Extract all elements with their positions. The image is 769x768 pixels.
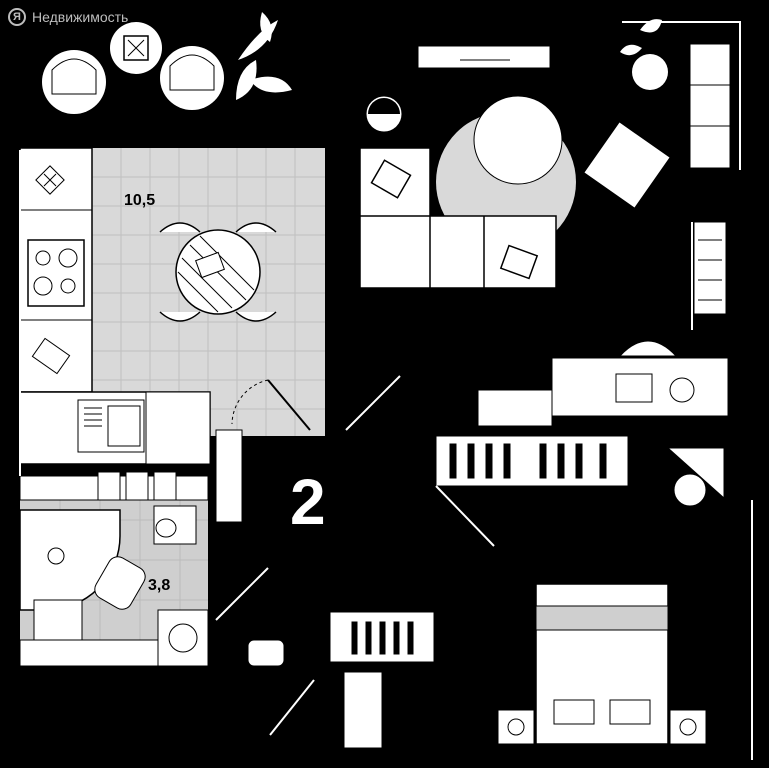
workspace xyxy=(435,340,729,507)
dining-table xyxy=(159,222,277,322)
door-swings xyxy=(215,375,753,760)
kitchen-room: 10,5 xyxy=(19,147,325,465)
tv-stand xyxy=(417,45,551,69)
armchair xyxy=(583,121,671,209)
hall-cabinets xyxy=(97,429,243,523)
kitchen-area-label: 10,5 xyxy=(124,192,155,209)
brand-watermark: Я Недвижимость xyxy=(8,8,128,26)
ottoman xyxy=(247,639,285,667)
nightstand-right xyxy=(669,709,707,745)
pillow-right xyxy=(609,699,651,725)
living-room xyxy=(359,19,731,315)
desk-chair xyxy=(618,340,678,357)
living-plant-icon xyxy=(620,19,668,90)
cooktop xyxy=(27,239,85,307)
coffee-table xyxy=(473,95,563,185)
walls xyxy=(19,21,741,476)
wardrobe xyxy=(435,435,629,487)
washing-machine xyxy=(157,609,209,667)
bath-mat xyxy=(94,556,146,610)
toilet xyxy=(33,599,83,641)
bedroom xyxy=(247,583,707,749)
brand-name: Недвижимость xyxy=(32,9,129,25)
dining-chair-right xyxy=(160,46,224,110)
room-count-label: 2 xyxy=(290,466,326,538)
bathroom-area-label: 3,8 xyxy=(148,577,170,594)
dining-chair-left xyxy=(42,50,106,114)
kitchen-plant-icon xyxy=(35,165,65,195)
cutting-board xyxy=(31,337,71,375)
bathroom-room: 3,8 xyxy=(19,475,209,667)
bookshelf xyxy=(689,43,731,169)
shelf-unit xyxy=(693,221,727,315)
side-table-top xyxy=(110,22,162,74)
pillow-left xyxy=(553,699,595,725)
brand-logo-icon: Я xyxy=(8,8,26,26)
nightstand-left xyxy=(497,709,535,745)
corner-sofa xyxy=(359,147,557,289)
kitchen-floor-grid xyxy=(92,148,325,436)
potted-plant-icon xyxy=(236,12,292,100)
